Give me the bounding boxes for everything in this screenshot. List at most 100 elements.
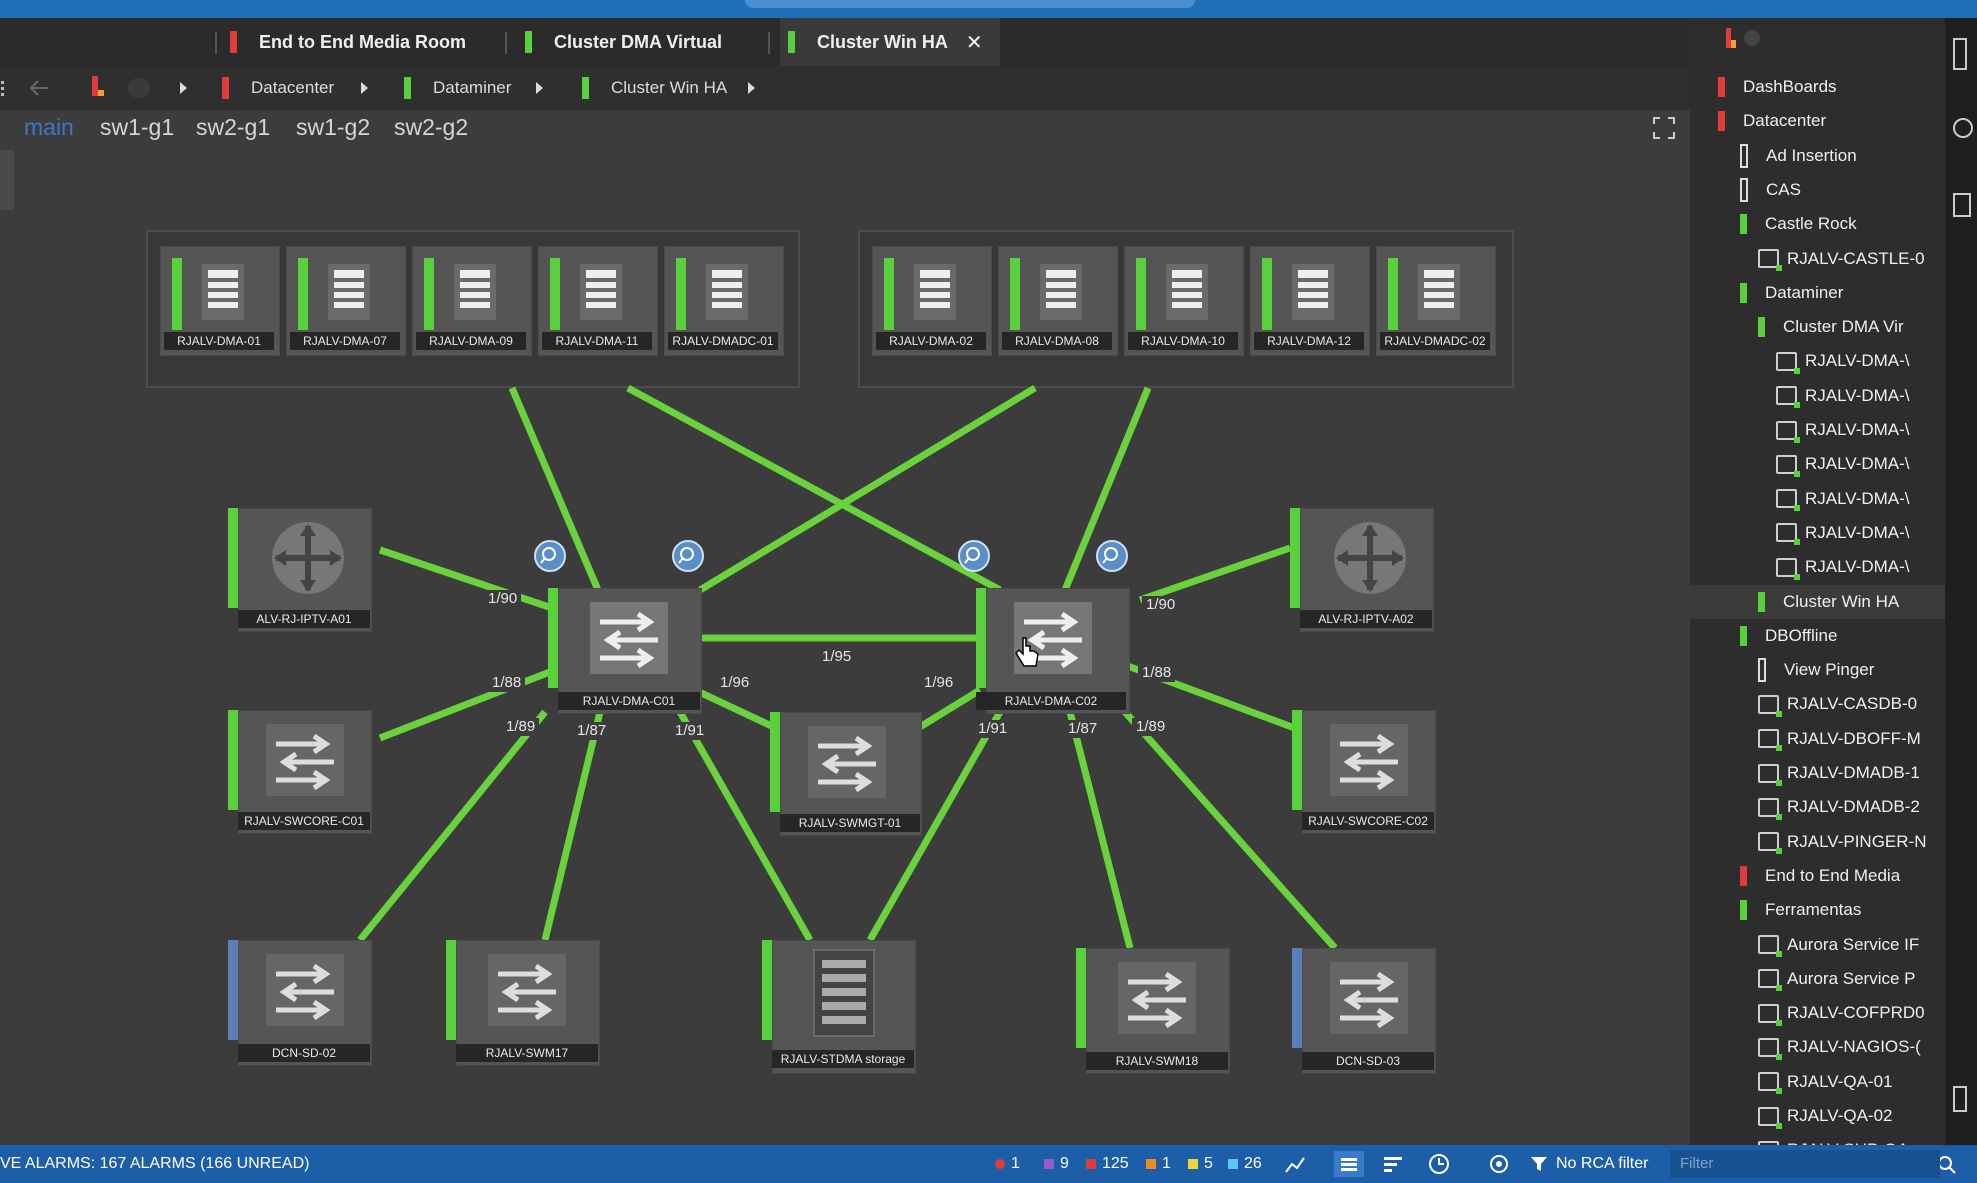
tree-item[interactable]: RJALV-DMA-\ bbox=[1690, 413, 1945, 447]
tree-item[interactable]: CAS bbox=[1690, 173, 1945, 207]
history-icon[interactable] bbox=[1428, 1153, 1450, 1175]
tree-item[interactable]: RJALV-NAGIOS-( bbox=[1690, 1030, 1945, 1064]
tree-item[interactable]: RJALV-QA-02 bbox=[1690, 1099, 1945, 1133]
zoom-icon[interactable] bbox=[672, 540, 704, 572]
switch-node[interactable]: RJALV-SWCORE-C02 bbox=[1292, 710, 1444, 834]
switch-node[interactable]: RJALV-SWCORE-C01 bbox=[228, 710, 380, 834]
alarm-summary[interactable]: VE ALARMS: 167 ALARMS (166 UNREAD) bbox=[0, 1155, 310, 1172]
sort-icon[interactable] bbox=[1382, 1154, 1404, 1174]
tree-item[interactable]: Aurora Service IF bbox=[1690, 928, 1945, 962]
switch-node[interactable]: RJALV-SWM17 bbox=[446, 940, 600, 1066]
caret-right-icon[interactable] bbox=[361, 82, 368, 94]
tree-item[interactable]: RJALV-PINGER-N bbox=[1690, 825, 1945, 859]
tree-item[interactable]: Cluster DMA Vir bbox=[1690, 310, 1945, 344]
server-node[interactable]: RJALV-DMA-10 bbox=[1124, 246, 1244, 356]
alarm-icon[interactable] bbox=[88, 74, 106, 100]
apps-icon[interactable] bbox=[1953, 193, 1971, 217]
warning-count[interactable]: 1 bbox=[1146, 1155, 1171, 1173]
filter-icon[interactable] bbox=[1530, 1155, 1548, 1173]
server-node[interactable]: RJALV-DMA-09 bbox=[412, 246, 532, 356]
view-tab-sw2-g1[interactable]: sw2-g1 bbox=[196, 114, 271, 140]
server-node[interactable]: RJALV-DMA-11 bbox=[538, 246, 658, 356]
tree-item[interactable]: Datacenter bbox=[1690, 104, 1945, 138]
switch-node[interactable]: DCN-SD-03 bbox=[1292, 948, 1444, 1074]
server-node[interactable]: RJALV-DMADC-02 bbox=[1376, 246, 1496, 356]
tree-item[interactable]: Castle Rock bbox=[1690, 207, 1945, 241]
tree-item[interactable]: RJALV-COFPRD0 bbox=[1690, 996, 1945, 1030]
notice-count[interactable]: 5 bbox=[1188, 1155, 1213, 1173]
list-view-icon[interactable] bbox=[1334, 1151, 1364, 1177]
info-count[interactable]: 26 bbox=[1228, 1155, 1262, 1173]
view-tab-sw2-g2[interactable]: sw2-g2 bbox=[394, 114, 469, 140]
tree-item[interactable]: Aurora Service P bbox=[1690, 962, 1945, 996]
tree-item[interactable]: Ferramentas bbox=[1690, 893, 1945, 927]
tree-item[interactable]: View Pinger bbox=[1690, 653, 1945, 687]
caret-right-icon[interactable] bbox=[748, 82, 755, 94]
tree-item[interactable]: RJALV-DBOFF-M bbox=[1690, 722, 1945, 756]
filter-input[interactable]: Filter bbox=[1670, 1150, 1940, 1178]
switch-node[interactable]: RJALV-SWM18 bbox=[1076, 948, 1230, 1074]
caret-right-icon[interactable] bbox=[536, 82, 543, 94]
breadcrumb-item-datacenter[interactable]: Datacenter bbox=[222, 66, 334, 110]
tree-item[interactable]: End to End Media bbox=[1690, 859, 1945, 893]
fullscreen-icon[interactable] bbox=[1652, 116, 1676, 140]
tree-item[interactable]: RJALV-CASDB-0 bbox=[1690, 687, 1945, 721]
tree-item[interactable]: Ad Insertion bbox=[1690, 139, 1945, 173]
surveyor-icon[interactable] bbox=[1953, 38, 1967, 70]
tree-item[interactable]: RJALV-QA-01 bbox=[1690, 1065, 1945, 1099]
port-label: 1/90 bbox=[484, 590, 522, 608]
tree-item[interactable]: RJALV-DMA-\ bbox=[1690, 447, 1945, 481]
tree-item[interactable]: RJALV-DMA-\ bbox=[1690, 516, 1945, 550]
breadcrumb-item-dataminer[interactable]: Dataminer bbox=[404, 66, 511, 110]
server-node[interactable]: RJALV-DMA-12 bbox=[1250, 246, 1370, 356]
tab-cluster-win-ha[interactable]: Cluster Win HA ✕ bbox=[780, 18, 1000, 66]
view-tab-main[interactable]: main bbox=[24, 114, 74, 140]
server-node[interactable]: RJALV-DMADC-01 bbox=[664, 246, 784, 356]
zoom-icon[interactable] bbox=[1096, 540, 1128, 572]
caret-right-icon[interactable] bbox=[180, 82, 187, 94]
rca-filter-label[interactable]: No RCA filter bbox=[1556, 1155, 1649, 1172]
storage-node[interactable]: RJALV-STDMA storage bbox=[762, 940, 916, 1074]
tree-item[interactable]: RJALV-DMA-\ bbox=[1690, 379, 1945, 413]
tree-item[interactable]: RJALV-DMA-\ bbox=[1690, 482, 1945, 516]
trend-icon[interactable] bbox=[1284, 1154, 1306, 1174]
tree-item[interactable]: RJALV-DMA-\ bbox=[1690, 344, 1945, 378]
tree-item[interactable]: DashBoards bbox=[1690, 70, 1945, 104]
minor-count[interactable]: 125 bbox=[1086, 1155, 1129, 1173]
server-node[interactable]: RJALV-DMA-01 bbox=[160, 246, 280, 356]
left-scroll-handle[interactable] bbox=[0, 150, 14, 210]
zoom-icon[interactable] bbox=[534, 540, 566, 572]
tab-end-to-end-media-room[interactable]: End to End Media Room bbox=[230, 18, 466, 66]
server-node[interactable]: RJALV-DMA-07 bbox=[286, 246, 406, 356]
view-tab-sw1-g2[interactable]: sw1-g2 bbox=[296, 114, 371, 140]
tree-item[interactable]: Cluster Win HA bbox=[1690, 584, 1945, 619]
tree-item-label: Datacenter bbox=[1743, 111, 1827, 131]
critical-count[interactable]: 1 bbox=[995, 1155, 1020, 1173]
breadcrumb-item-cluster-win-ha[interactable]: Cluster Win HA bbox=[582, 66, 727, 110]
refresh-icon[interactable] bbox=[1953, 118, 1973, 138]
router-node[interactable]: ALV-RJ-IPTV-A01 bbox=[228, 508, 380, 632]
server-node[interactable]: RJALV-DMA-02 bbox=[872, 246, 992, 356]
tree-item[interactable]: RJALV-DMA-\ bbox=[1690, 550, 1945, 584]
back-arrow-icon[interactable] bbox=[28, 78, 52, 98]
tab-cluster-dma-virtual[interactable]: Cluster DMA Virtual bbox=[525, 18, 722, 66]
zoom-icon[interactable] bbox=[958, 540, 990, 572]
view-tab-sw1-g1[interactable]: sw1-g1 bbox=[100, 114, 175, 140]
switch-node-c01[interactable]: RJALV-DMA-C01 bbox=[548, 588, 702, 714]
tree-item[interactable]: RJALV-DMADB-1 bbox=[1690, 756, 1945, 790]
alarm-icon[interactable] bbox=[1720, 26, 1760, 52]
tree-item[interactable]: DBOffline bbox=[1690, 619, 1945, 653]
server-node[interactable]: RJALV-DMA-08 bbox=[998, 246, 1118, 356]
tree-item[interactable]: Dataminer bbox=[1690, 276, 1945, 310]
menu-icon[interactable] bbox=[0, 80, 6, 98]
major-count[interactable]: 9 bbox=[1044, 1155, 1069, 1173]
rca-icon[interactable] bbox=[1488, 1153, 1510, 1175]
switch-node-c02[interactable]: RJALV-DMA-C02 bbox=[976, 588, 1130, 714]
switch-node[interactable]: RJALV-SWMGT-01 bbox=[770, 712, 922, 836]
close-icon[interactable]: ✕ bbox=[965, 31, 983, 54]
tree-item[interactable]: RJALV-CASTLE-0 bbox=[1690, 242, 1945, 276]
tree-item[interactable]: RJALV-DMADB-2 bbox=[1690, 790, 1945, 824]
switch-node[interactable]: DCN-SD-02 bbox=[228, 940, 380, 1066]
workspace-icon[interactable] bbox=[1953, 1086, 1967, 1112]
router-node[interactable]: ALV-RJ-IPTV-A02 bbox=[1290, 508, 1442, 632]
